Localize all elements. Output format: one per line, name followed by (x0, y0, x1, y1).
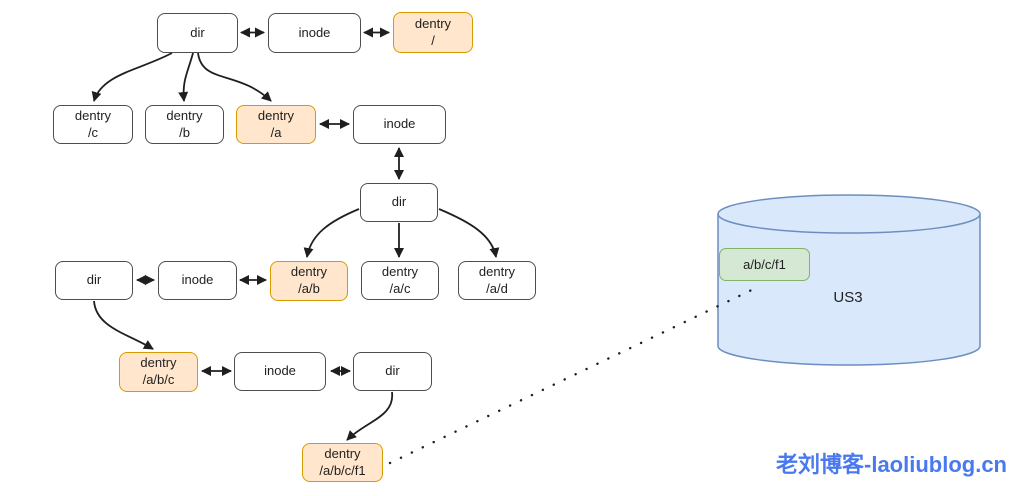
node-dir-a: dir (360, 183, 438, 222)
node-label: dentry (414, 15, 452, 31)
object-path: a/b/c/f1 (743, 257, 786, 272)
node-dentry-ab: dentry /a/b (270, 261, 348, 301)
node-dentry-ad: dentry /a/d (458, 261, 536, 300)
node-dentry-abcf1: dentry /a/b/c/f1 (302, 443, 383, 482)
node-label: inode (383, 116, 416, 132)
node-path: /a/b/c (142, 372, 175, 387)
node-inode-root: inode (268, 13, 361, 53)
node-label: dentry (324, 445, 361, 461)
node-label: dir (391, 194, 407, 210)
node-label: dentry (478, 263, 516, 279)
node-dentry-abc: dentry /a/b/c (119, 352, 198, 392)
arrow-dir-root-dentry-a (197, 52, 272, 102)
node-dentry-root: dentry / (393, 12, 473, 53)
node-path: /c (87, 124, 99, 140)
node-label: dir (385, 363, 400, 379)
node-label: inode (264, 363, 296, 379)
node-label: dentry (290, 264, 328, 280)
node-dentry-c: dentry /c (53, 105, 133, 144)
node-dir-ab: dir (55, 261, 133, 300)
node-path: /a/c (389, 280, 411, 296)
storage-object-label: a/b/c/f1 (719, 248, 810, 281)
storage-name: US3 (833, 289, 863, 306)
arrow-dir-ab-dentry-abc (93, 300, 154, 350)
node-path: /a/b (298, 281, 320, 296)
arrow-dir-abc-dentry-abcf1 (346, 391, 393, 441)
node-inode-abc: inode (234, 352, 326, 391)
node-label: inode (181, 272, 214, 288)
arrow-dir-root-dentry-b (178, 52, 194, 102)
node-label: dentry (74, 107, 112, 123)
node-label: dentry (166, 107, 203, 123)
node-path: /a/d (486, 280, 508, 296)
storage-cylinder (717, 194, 981, 366)
node-inode-a: inode (353, 105, 446, 144)
node-inode-ab: inode (158, 261, 237, 300)
node-path: /a/b/c/f1 (319, 462, 366, 478)
arrow-dir-root-dentry-c (91, 52, 173, 102)
node-path: /a (270, 124, 282, 140)
node-dir-root: dir (157, 13, 238, 53)
node-dentry-b: dentry /b (145, 105, 224, 144)
watermark-text: 老刘博客-laoliublog.cn (776, 452, 1007, 477)
node-dentry-ac: dentry /a/c (361, 261, 439, 300)
node-path: / (431, 32, 435, 48)
node-dir-abc: dir (353, 352, 432, 391)
node-label: dentry (257, 107, 295, 123)
node-dentry-a: dentry /a (236, 105, 316, 144)
node-path: /b (179, 124, 190, 140)
arrow-dir-a-dentry-ab (303, 208, 360, 258)
node-label: dentry (381, 263, 419, 279)
node-label: dentry (140, 355, 177, 371)
node-label: inode (298, 24, 331, 40)
node-label: dir (86, 272, 102, 288)
arrow-dir-a-dentry-ad (438, 208, 500, 258)
dotted-mapping-line (388, 285, 760, 465)
node-label: dir (190, 24, 205, 40)
